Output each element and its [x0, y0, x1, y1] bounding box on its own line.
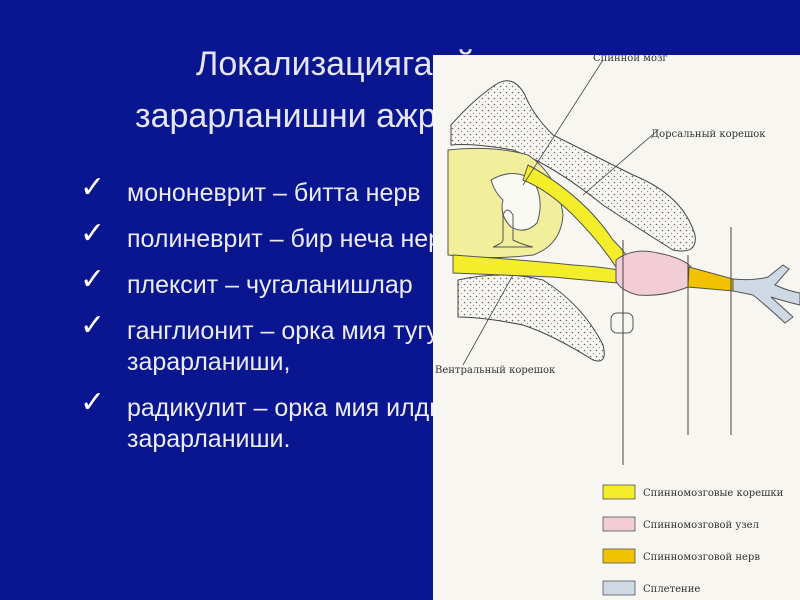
vessel [610, 312, 634, 334]
bullet-text: радикулит – орка мия илдизи [127, 394, 469, 422]
legend-swatch-roots [602, 484, 636, 500]
anatomy-figure: Спинной мозг Дорсальный корешок Вентраль… [433, 55, 800, 600]
vertebra-lower [457, 274, 605, 362]
legend-label-nerve: Спинномозговой нерв [643, 552, 760, 563]
bullet-text-continued: зарарланиши. [127, 425, 291, 453]
label-spinal-cord: Спинной мозг [593, 55, 668, 64]
legend-label-ganglion: Спинномозговой узел [643, 520, 759, 531]
central-canal [492, 209, 534, 248]
bullet-item: ✓ ганглионит – орка мия тугуни зарарлани… [80, 310, 600, 378]
leader-line-dorsal-root [582, 129, 659, 196]
checkmark-icon: ✓ [80, 170, 106, 205]
checkmark-icon: ✓ [80, 262, 106, 297]
bullet-item: ✓ радикулит – орка мия илдизи зарарланиш… [80, 387, 600, 455]
vertebra-upper [450, 80, 696, 252]
bullet-item: ✓ полиневрит – бир неча нерв [80, 218, 600, 255]
leader-line-ventral-root [462, 274, 514, 366]
checkmark-icon: ✓ [80, 308, 106, 343]
checkmark-icon: ✓ [80, 385, 106, 420]
bullet-list: ✓ мононеврит – битта нерв ✓ полиневрит –… [80, 172, 600, 470]
bullet-item: ✓ плексит – чугаланишлар [80, 264, 600, 301]
spinal-nerve [687, 266, 734, 292]
bullet-text: полиневрит – бир неча нерв [127, 225, 456, 253]
legend-swatch-plexus [602, 580, 636, 596]
bullet-item: ✓ мононеврит – битта нерв [80, 172, 600, 209]
bullet-text: ганглионит – орка мия тугуни [127, 317, 467, 345]
bullet-text: мононеврит – битта нерв [127, 179, 421, 207]
legend: Спинномозговые корешки Спинномозговой уз… [602, 484, 784, 596]
legend-swatch-ganglion [602, 516, 636, 532]
label-dorsal-root: Дорсальный корешок [651, 129, 766, 140]
bullet-text-continued: зарарланиши, [127, 348, 291, 376]
spinal-nerve-diagram: Спинной мозг Дорсальный корешок Вентраль… [435, 55, 800, 596]
legend-label-roots: Спинномозговые корешки [643, 488, 784, 499]
nerve-plexus [732, 264, 800, 324]
checkmark-icon: ✓ [80, 216, 106, 251]
leader-line-spinal-cord [522, 59, 604, 186]
legend-swatch-nerve [602, 548, 636, 564]
bullet-text: плексит – чугаланишлар [127, 271, 413, 299]
spinal-ganglion [615, 250, 692, 296]
legend-label-plexus: Сплетение [643, 584, 700, 595]
label-ventral-root: Вентральный корешок [435, 365, 556, 376]
